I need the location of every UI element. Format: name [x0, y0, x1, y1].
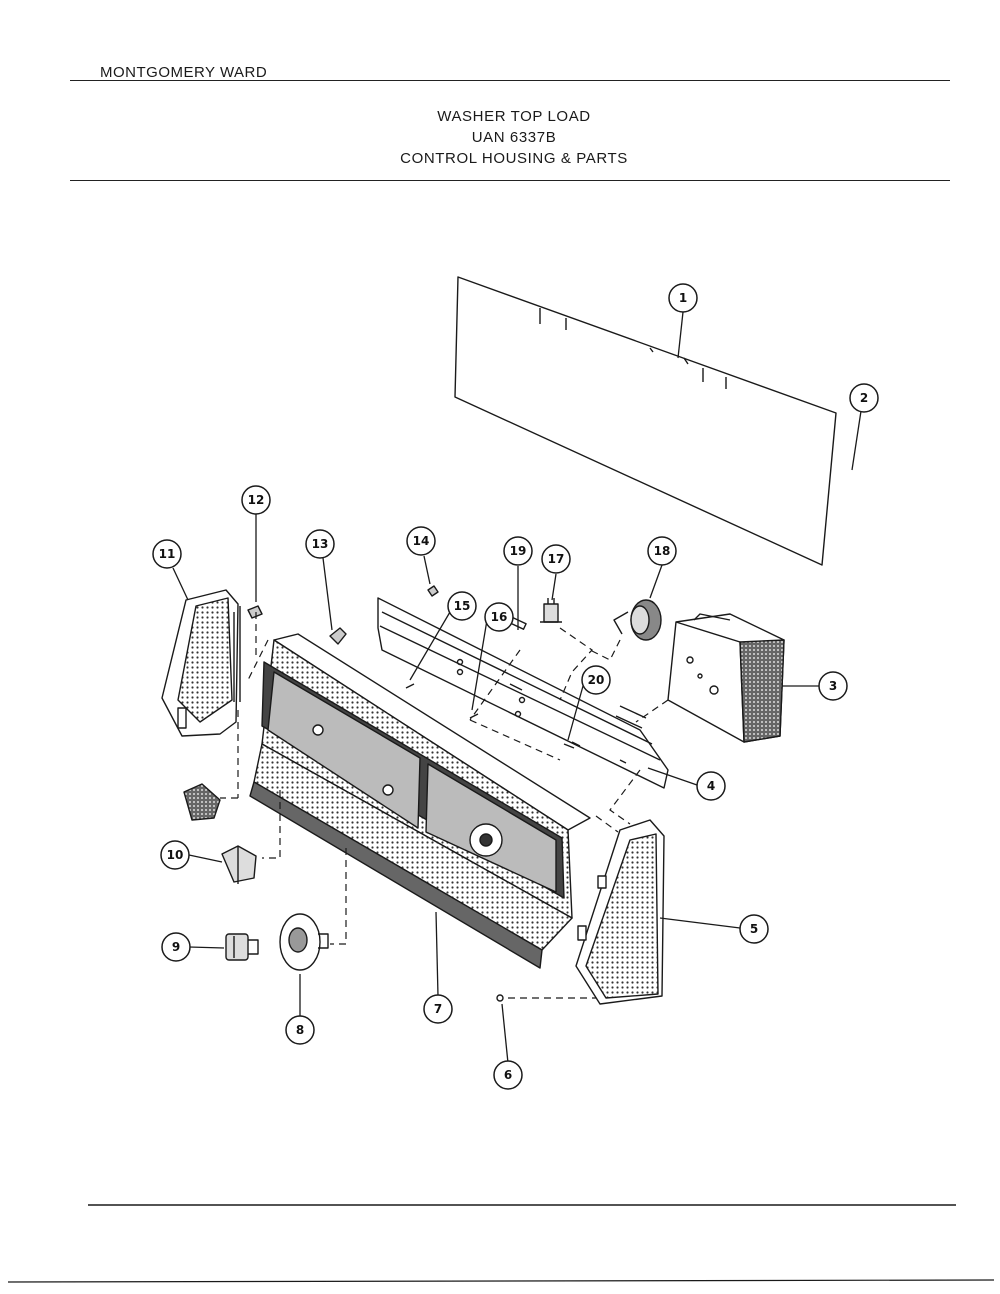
- svg-text:1: 1: [679, 291, 687, 305]
- part-console: [249, 633, 591, 969]
- part-timer: [667, 613, 785, 743]
- callout-15: 15: [447, 591, 477, 621]
- svg-text:6: 6: [504, 1068, 512, 1082]
- title-rule: [70, 180, 950, 181]
- svg-text:11: 11: [159, 547, 176, 561]
- callout-17: 17: [541, 544, 571, 574]
- callout-7: 7: [423, 994, 453, 1024]
- diagram-title: WASHER TOP LOAD UAN 6337B CONTROL HOUSIN…: [0, 106, 1000, 169]
- svg-text:9: 9: [172, 940, 180, 954]
- callout-11: 11: [152, 539, 182, 569]
- brand-label: MONTGOMERY WARD: [100, 64, 268, 81]
- callout-5: 5: [739, 914, 769, 944]
- svg-text:20: 20: [588, 673, 605, 687]
- svg-text:17: 17: [548, 552, 565, 566]
- scan-edge-line: [7, 1279, 995, 1283]
- svg-text:10: 10: [167, 848, 184, 862]
- svg-text:7: 7: [434, 1002, 442, 1016]
- part-switch: [540, 598, 562, 623]
- svg-text:18: 18: [654, 544, 671, 558]
- part-screw-clip: [247, 605, 263, 619]
- part-left-end-cap: [161, 589, 241, 737]
- part-screw: [496, 994, 504, 1002]
- callout-2: 2: [849, 383, 879, 413]
- callout-1: 1: [668, 283, 698, 313]
- svg-text:8: 8: [296, 1023, 304, 1037]
- callout-3: 3: [818, 671, 848, 701]
- callout-10: 10: [160, 840, 190, 870]
- svg-text:13: 13: [312, 537, 329, 551]
- part-backsplash-panel: [454, 276, 837, 566]
- svg-text:4: 4: [707, 779, 715, 793]
- title-product: WASHER TOP LOAD: [437, 108, 591, 125]
- svg-text:2: 2: [860, 391, 868, 405]
- callout-18: 18: [647, 536, 677, 566]
- callout-4: 4: [696, 771, 726, 801]
- callout-9: 9: [161, 932, 191, 962]
- part-selector-knob: [225, 933, 259, 961]
- svg-text:3: 3: [829, 679, 837, 693]
- svg-text:14: 14: [413, 534, 430, 548]
- leader-lines: [172, 311, 862, 1064]
- svg-text:15: 15: [454, 599, 471, 613]
- callout-6: 6: [493, 1060, 523, 1090]
- title-section: CONTROL HOUSING & PARTS: [400, 150, 628, 167]
- part-clip: [329, 627, 347, 645]
- part-dial-knob: [279, 913, 329, 971]
- svg-text:16: 16: [491, 610, 508, 624]
- svg-text:12: 12: [248, 493, 265, 507]
- part-timer-motor: [613, 599, 662, 641]
- part-knob-lower: [221, 845, 257, 884]
- callout-19: 19: [503, 536, 533, 566]
- callout-8: 8: [285, 1015, 315, 1045]
- part-mounting-bracket: [377, 597, 669, 789]
- callout-16: 16: [484, 602, 514, 632]
- callout-14: 14: [406, 526, 436, 556]
- callout-13: 13: [305, 529, 335, 559]
- callout-20: 20: [581, 665, 611, 695]
- header-rule: [70, 80, 950, 81]
- assembly-lines: [220, 612, 669, 999]
- title-model: UAN 6337B: [471, 129, 557, 146]
- part-screw-14: [427, 585, 439, 597]
- part-right-end-cap: [575, 819, 665, 1005]
- callout-12: 12: [241, 485, 271, 515]
- callouts: 1 2 3 4 5 6 7 8 9 10 11 12 13 14 15 16 1…: [152, 283, 879, 1090]
- svg-text:19: 19: [510, 544, 527, 558]
- svg-text:5: 5: [750, 922, 758, 936]
- part-knob-upper: [183, 783, 221, 821]
